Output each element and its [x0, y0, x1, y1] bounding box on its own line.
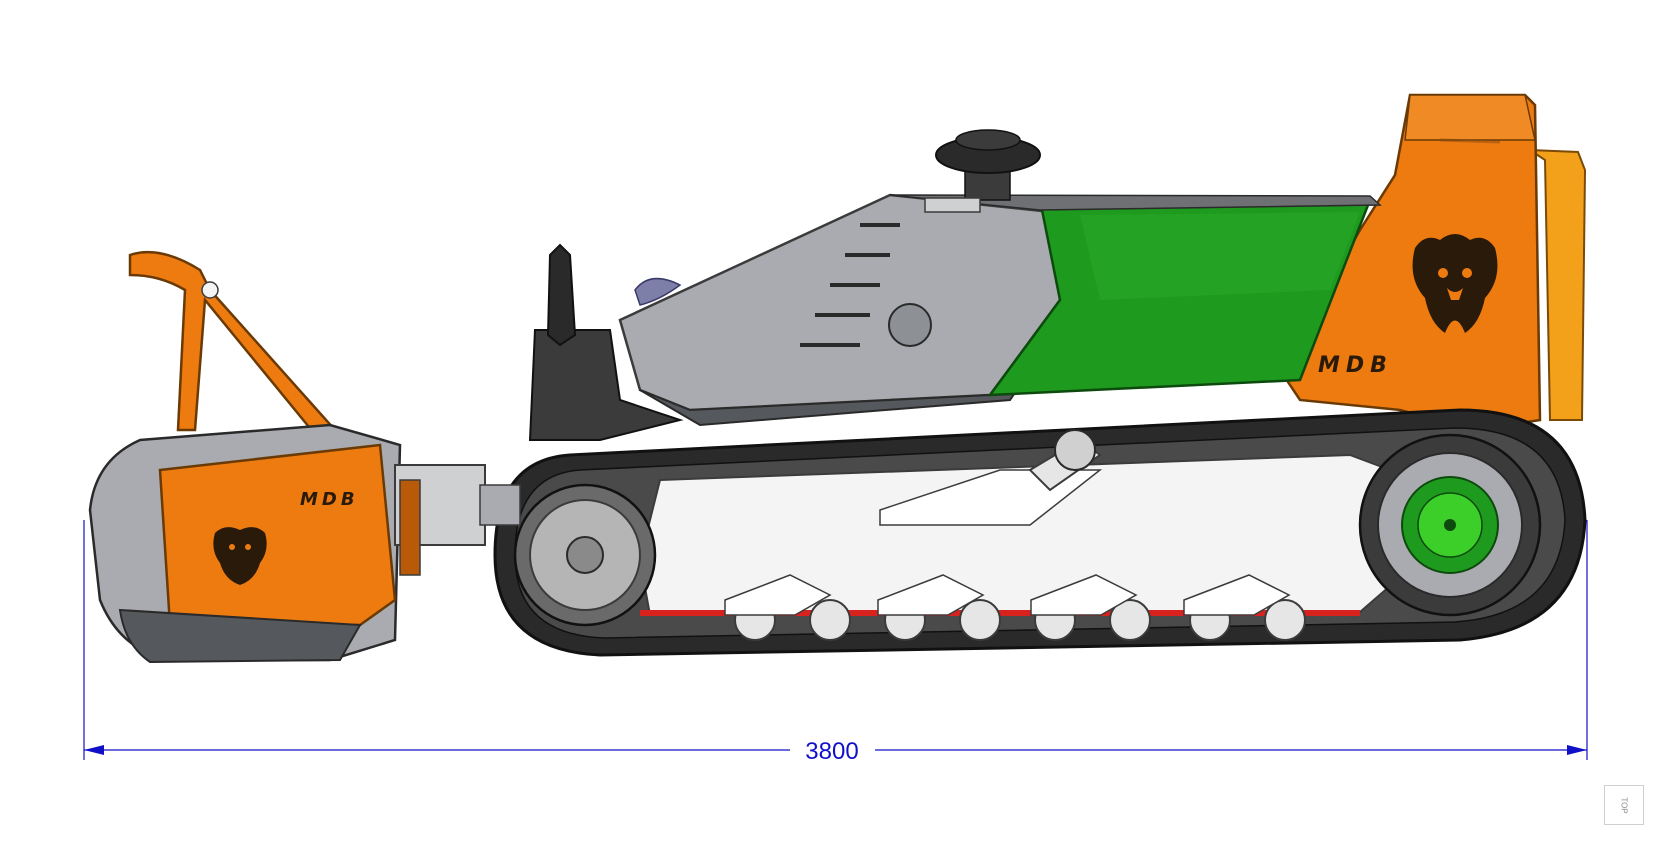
bear-logo-icon [1412, 234, 1498, 333]
rear-counterweight [1278, 93, 1587, 432]
dimension-label: 3800 [805, 738, 858, 765]
mulcher-head [88, 250, 521, 664]
front-structure [528, 243, 684, 441]
cab-logo-text: MDB [1318, 353, 1393, 378]
engine-hood [618, 193, 1382, 427]
back-to-top-label: TOP [1619, 796, 1629, 814]
overall-length-dimension: 3800 [83, 520, 1588, 765]
bear-logo-icon [213, 527, 267, 585]
exhaust-cap [924, 129, 1041, 213]
mulcher-logo-text: MDB [300, 489, 359, 510]
back-to-top-button[interactable]: TOP [1604, 785, 1644, 825]
track-assembly [493, 408, 1587, 657]
